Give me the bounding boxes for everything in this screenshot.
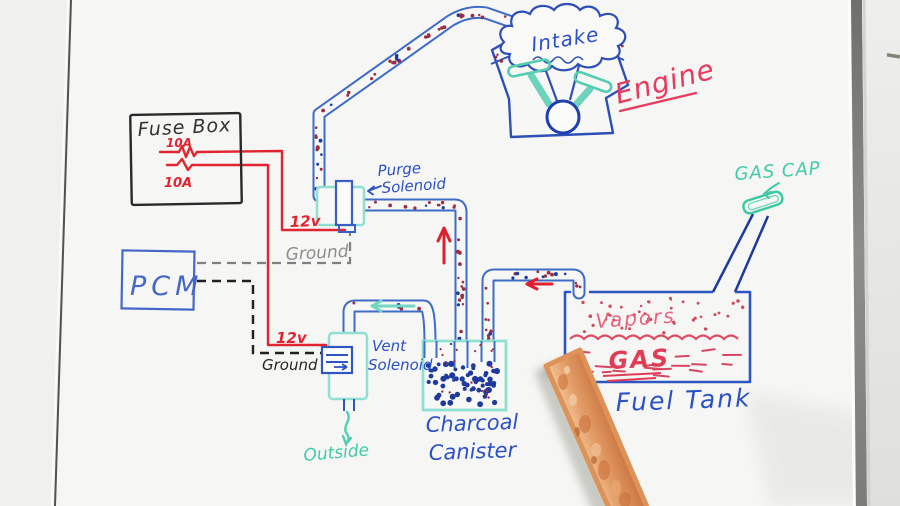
filler-neck-drawing bbox=[711, 213, 770, 293]
pointer-stick-texture bbox=[558, 366, 631, 506]
gas-underline bbox=[602, 372, 662, 382]
purge-solenoid-label-line2: Solenoid bbox=[381, 175, 447, 197]
tank-vapor-dots bbox=[581, 296, 745, 335]
fuse-amp-bottom-label: 10A bbox=[164, 176, 192, 191]
fuse-box-label: Fuse Box bbox=[137, 114, 232, 141]
vent-solenoid-label-line2: Solenoid bbox=[368, 356, 433, 374]
fuel-tank-label: Fuel Tank bbox=[615, 383, 752, 417]
canister-label-line2: Canister bbox=[428, 438, 518, 465]
flow-arrow-up bbox=[436, 226, 452, 265]
wall-mark bbox=[886, 53, 900, 59]
purge-12v-label: 12v bbox=[290, 212, 322, 231]
wall-right bbox=[862, 0, 900, 506]
vent-solenoid-drawing bbox=[320, 331, 369, 411]
right-edge-highlight bbox=[847, 0, 856, 506]
gas-cap-drawing bbox=[742, 190, 784, 215]
wall-left bbox=[0, 0, 71, 506]
wall-corner-shade bbox=[862, 0, 871, 506]
vent-outlet-arrow bbox=[334, 363, 348, 371]
canister-label-line1: Charcoal bbox=[425, 410, 519, 437]
vent-flow-arrow bbox=[370, 299, 416, 313]
tank-outline bbox=[563, 290, 752, 384]
purge-label-arrow bbox=[367, 185, 382, 196]
gas-surface-wave bbox=[569, 334, 739, 341]
engine-drawing bbox=[490, 2, 630, 139]
gas-cap-arrow bbox=[763, 182, 780, 199]
outside-arrow bbox=[341, 410, 353, 446]
charcoal-canister-drawing bbox=[421, 339, 508, 412]
whiteboard-left-edge bbox=[54, 0, 72, 506]
pcm-label: PCM bbox=[130, 271, 203, 302]
engine-underline bbox=[618, 91, 698, 113]
canister-inlet-pipes bbox=[423, 341, 496, 368]
vent-ground-label: Ground bbox=[262, 356, 318, 374]
vapors-label: Vapors bbox=[595, 303, 677, 333]
piston-left bbox=[507, 58, 553, 108]
vent-12v-label: 12v bbox=[276, 329, 308, 347]
pcm-box-drawing bbox=[120, 249, 196, 311]
purge-ground-label: Ground bbox=[285, 242, 349, 265]
purge-solenoid-drawing bbox=[315, 179, 366, 233]
wire-ground-vent bbox=[197, 279, 324, 355]
vent-solenoid-label-line1: Vent bbox=[372, 337, 407, 355]
wire-12v-purge bbox=[158, 144, 347, 232]
gas-label: GAS bbox=[608, 344, 671, 375]
vent-outlet-pipe bbox=[343, 399, 355, 411]
intake-cloud bbox=[499, 2, 627, 73]
fuse-box-drawing bbox=[129, 111, 243, 207]
whiteboard-right-edge bbox=[851, 0, 867, 506]
crankshaft-circle bbox=[545, 99, 581, 135]
flow-arrow-left bbox=[525, 277, 554, 291]
left-edge-highlight bbox=[51, 0, 69, 506]
canister-charcoal-dots bbox=[425, 342, 500, 408]
fuse-amp-top-label: 10A bbox=[166, 136, 192, 150]
wire-ground-purge bbox=[197, 233, 352, 265]
piston-right bbox=[570, 70, 613, 111]
wire-12v-vent bbox=[165, 157, 328, 347]
tube-vapor-dots bbox=[314, 13, 582, 345]
pointer-stick bbox=[543, 347, 650, 506]
purge-solenoid-label-line1: Purge bbox=[377, 159, 422, 180]
